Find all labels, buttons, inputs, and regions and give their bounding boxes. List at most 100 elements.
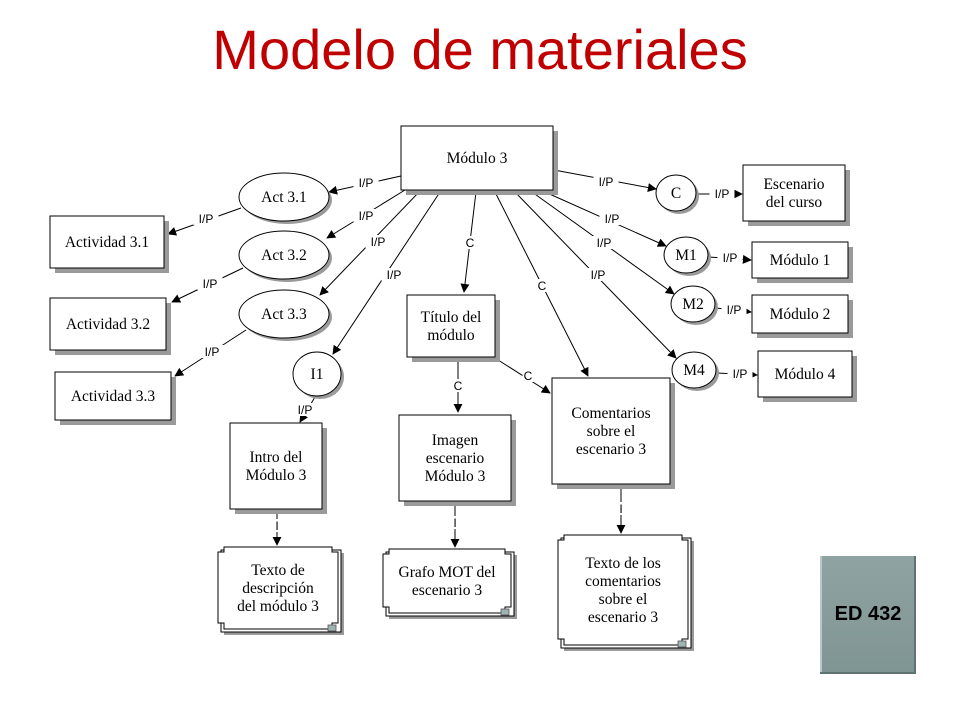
node-label: módulo — [427, 327, 475, 344]
node-label: Módulo 2 — [770, 306, 831, 323]
node-actividad32: Actividad 3.2 — [49, 297, 171, 355]
node-i1: I1 — [292, 351, 344, 399]
node-actividad31: Actividad 3.1 — [49, 215, 169, 273]
link-label: I — [275, 519, 278, 533]
node-label: Grafo MOT del — [399, 564, 496, 581]
link-m1-modulo1: I/P — [708, 251, 752, 265]
link-c-escenario: I/P — [697, 187, 743, 201]
node-m2: M2 — [670, 285, 718, 325]
node-label: Módulo 4 — [775, 366, 836, 383]
link-label: I/P — [359, 209, 374, 223]
link-act33-actividad: I/P — [174, 329, 247, 377]
link-label: I/P — [298, 403, 313, 417]
node-label: Escenario — [763, 176, 824, 193]
node-label: comentarios — [585, 573, 661, 590]
node-label: Texto de los — [585, 555, 661, 572]
link-label: I/P — [605, 212, 620, 226]
link-act31-actividad: I/P — [167, 207, 242, 236]
link-label: I — [453, 516, 456, 530]
link-label: I/P — [203, 277, 218, 291]
node-act32: Act 3.2 — [238, 230, 332, 282]
node-label: Actividad 3.3 — [71, 388, 156, 405]
link-m3-m2: I/P — [531, 191, 675, 295]
link-titulo-comentarios: C — [494, 357, 551, 394]
node-label: descripción — [242, 580, 314, 597]
link-m3-titulo: C — [460, 191, 477, 293]
node-label: Act 3.2 — [261, 247, 307, 264]
link-m2-modulo2: I/P — [715, 303, 752, 317]
link-label: I/P — [715, 187, 730, 201]
link-label: I/P — [199, 212, 214, 226]
node-label: Título del — [421, 309, 482, 326]
node-label: escenario 3 — [576, 441, 646, 458]
node-label: del curso — [766, 194, 823, 211]
link-m3-m4: I/P — [514, 191, 677, 359]
link-label: I/P — [733, 367, 748, 381]
node-label: Módulo 3 — [425, 468, 486, 485]
node-label: M1 — [675, 247, 697, 264]
node-c: C — [655, 174, 699, 214]
node-label: Act 3.3 — [261, 306, 307, 323]
node-label: Actividad 3.2 — [66, 316, 150, 333]
node-m4: M4 — [671, 351, 719, 391]
node-label: Actividad 3.1 — [65, 234, 149, 251]
node-label: Texto de — [251, 562, 305, 579]
node-label: sobre el — [587, 423, 636, 440]
link-label: I/P — [723, 251, 738, 265]
slide-title: Modelo de materiales — [212, 18, 748, 81]
link-m3-i1: I/P — [332, 191, 441, 355]
link-label: C — [524, 369, 533, 383]
node-label: M4 — [683, 362, 705, 379]
link-label: I — [619, 502, 622, 516]
node-label: I1 — [311, 366, 324, 383]
node-modulo4: Módulo 4 — [757, 350, 857, 402]
node-label: Módulo 3 — [246, 467, 307, 484]
link-m3-c: I/P — [553, 169, 657, 192]
node-label: Imagen — [432, 432, 479, 449]
node-modulo2: Módulo 2 — [751, 294, 853, 338]
node-label: escenario — [426, 450, 485, 467]
node-label: escenario 3 — [588, 609, 658, 626]
node-label: Intro del — [250, 449, 303, 466]
node-label: Act 3.1 — [261, 189, 307, 206]
course-badge: ED 432 — [820, 556, 916, 672]
link-label: C — [454, 379, 463, 393]
node-modulo1: Módulo 1 — [751, 241, 853, 283]
link-label: I/P — [727, 303, 742, 317]
node-label: Comentarios — [571, 405, 650, 422]
link-m3-act33: I/P — [319, 190, 421, 296]
link-imagen-grafo: I — [449, 503, 461, 548]
link-label: C — [466, 236, 475, 250]
link-m3-comentarios: C — [494, 191, 589, 377]
node-label: sobre el — [599, 591, 648, 608]
course-code: ED 432 — [834, 602, 902, 625]
link-m4-modulo4: I/P — [716, 367, 758, 381]
node-actividad33: Actividad 3.3 — [54, 371, 176, 425]
node-label: del módulo 3 — [237, 598, 319, 615]
link-label: C — [538, 279, 547, 293]
link-m3-act31: I/P — [328, 175, 402, 195]
node-label: Módulo 3 — [447, 150, 508, 167]
node-label: M2 — [682, 296, 704, 313]
link-label: I/P — [359, 176, 374, 190]
link-i1-intro: I/P — [292, 396, 318, 423]
link-label: I/P — [597, 236, 612, 250]
link-label: I/P — [387, 268, 402, 282]
node-label: escenario 3 — [412, 582, 482, 599]
node-label: C — [671, 185, 681, 202]
link-m3-m1: I/P — [544, 191, 667, 247]
node-act31: Act 3.1 — [238, 172, 332, 224]
link-m3-act32: I/P — [326, 189, 406, 239]
link-label: I/P — [599, 175, 614, 189]
link-comentarios-texto: I — [615, 487, 627, 534]
link-label: I/P — [591, 268, 606, 282]
link-act32-actividad: I/P — [171, 267, 244, 303]
